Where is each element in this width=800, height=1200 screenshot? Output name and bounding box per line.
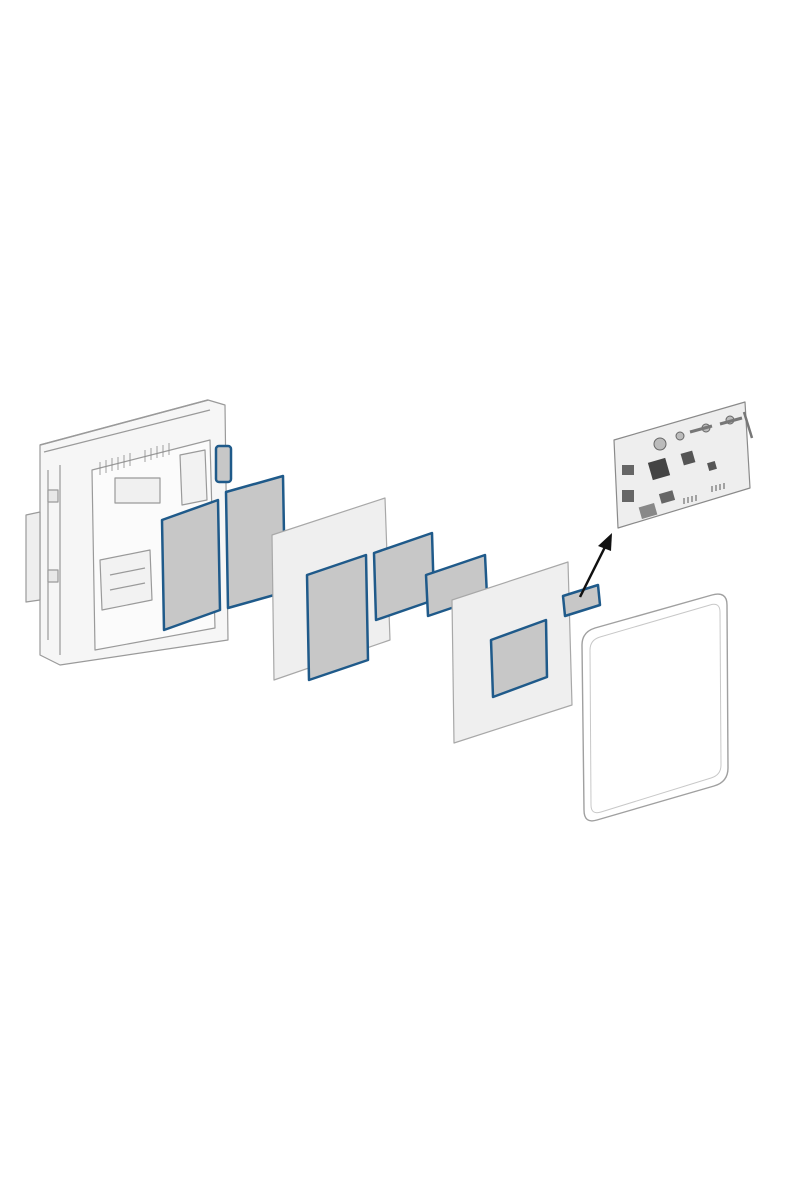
highlighted-panel-center: [305, 553, 370, 682]
small-tab-icon: [214, 444, 233, 484]
arrow-icon: [578, 533, 612, 598]
vent-slots: [99, 443, 170, 475]
front-cover-icon: [581, 593, 729, 822]
pcb-icon: [613, 401, 754, 529]
highlighted-window: [489, 618, 549, 699]
highlighted-panel-a: [160, 498, 222, 632]
inverter-enclosure: [25, 399, 229, 666]
connector-module-icon: [561, 583, 602, 618]
